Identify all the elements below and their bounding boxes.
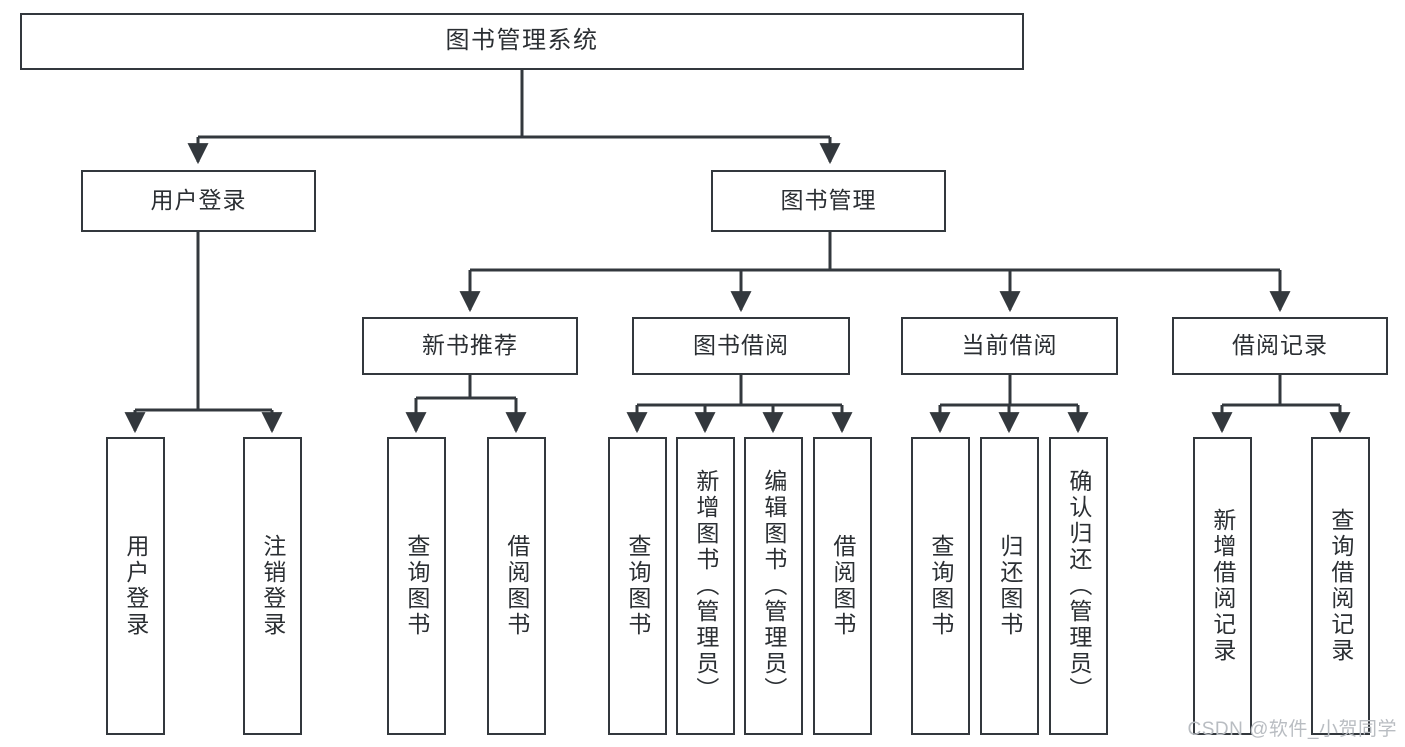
node-label: 查询图书 bbox=[403, 534, 430, 638]
node-label: 归还图书 bbox=[996, 534, 1023, 638]
leaf-current-return-book[interactable]: 归还图书 bbox=[980, 437, 1039, 735]
node-label: 借阅图书 bbox=[503, 534, 530, 638]
node-label: 图书管理系统 bbox=[445, 27, 599, 55]
node-label: 借阅记录 bbox=[1232, 332, 1328, 359]
node-label: 编辑图书（管理员） bbox=[760, 469, 787, 703]
node-current-borrow[interactable]: 当前借阅 bbox=[901, 317, 1118, 375]
leaf-newbook-borrow-book[interactable]: 借阅图书 bbox=[487, 437, 546, 735]
node-label: 新书推荐 bbox=[422, 332, 518, 359]
node-label: 新增图书（管理员） bbox=[692, 469, 719, 703]
leaf-borrow-query-book[interactable]: 查询图书 bbox=[608, 437, 667, 735]
leaf-newbook-query-book[interactable]: 查询图书 bbox=[387, 437, 446, 735]
leaf-records-query-record[interactable]: 查询借阅记录 bbox=[1311, 437, 1370, 735]
leaf-borrow-borrow-book[interactable]: 借阅图书 bbox=[813, 437, 872, 735]
node-book-management[interactable]: 图书管理 bbox=[711, 170, 946, 232]
leaf-borrow-add-book-admin[interactable]: 新增图书（管理员） bbox=[676, 437, 735, 735]
node-label: 图书管理 bbox=[780, 187, 877, 214]
node-label: 注销登录 bbox=[259, 534, 286, 638]
node-label: 查询图书 bbox=[624, 534, 651, 638]
leaf-borrow-edit-book-admin[interactable]: 编辑图书（管理员） bbox=[744, 437, 803, 735]
leaf-current-confirm-return-admin[interactable]: 确认归还（管理员） bbox=[1049, 437, 1108, 735]
node-label: 新增借阅记录 bbox=[1209, 508, 1236, 664]
node-new-book-recommend[interactable]: 新书推荐 bbox=[362, 317, 578, 375]
node-label: 借阅图书 bbox=[829, 534, 856, 638]
node-label: 用户登录 bbox=[150, 187, 247, 214]
leaf-records-add-record[interactable]: 新增借阅记录 bbox=[1193, 437, 1252, 735]
node-borrow-records[interactable]: 借阅记录 bbox=[1172, 317, 1388, 375]
node-label: 确认归还（管理员） bbox=[1065, 469, 1092, 703]
node-book-borrow[interactable]: 图书借阅 bbox=[632, 317, 850, 375]
node-label: 查询借阅记录 bbox=[1327, 508, 1354, 664]
leaf-logout[interactable]: 注销登录 bbox=[243, 437, 302, 735]
leaf-current-query-book[interactable]: 查询图书 bbox=[911, 437, 970, 735]
node-label: 查询图书 bbox=[927, 534, 954, 638]
node-root-system[interactable]: 图书管理系统 bbox=[20, 13, 1024, 70]
leaf-user-login[interactable]: 用户登录 bbox=[106, 437, 165, 735]
node-label: 图书借阅 bbox=[693, 332, 789, 359]
node-user-login[interactable]: 用户登录 bbox=[81, 170, 316, 232]
node-label: 用户登录 bbox=[122, 534, 149, 638]
node-label: 当前借阅 bbox=[961, 332, 1058, 359]
